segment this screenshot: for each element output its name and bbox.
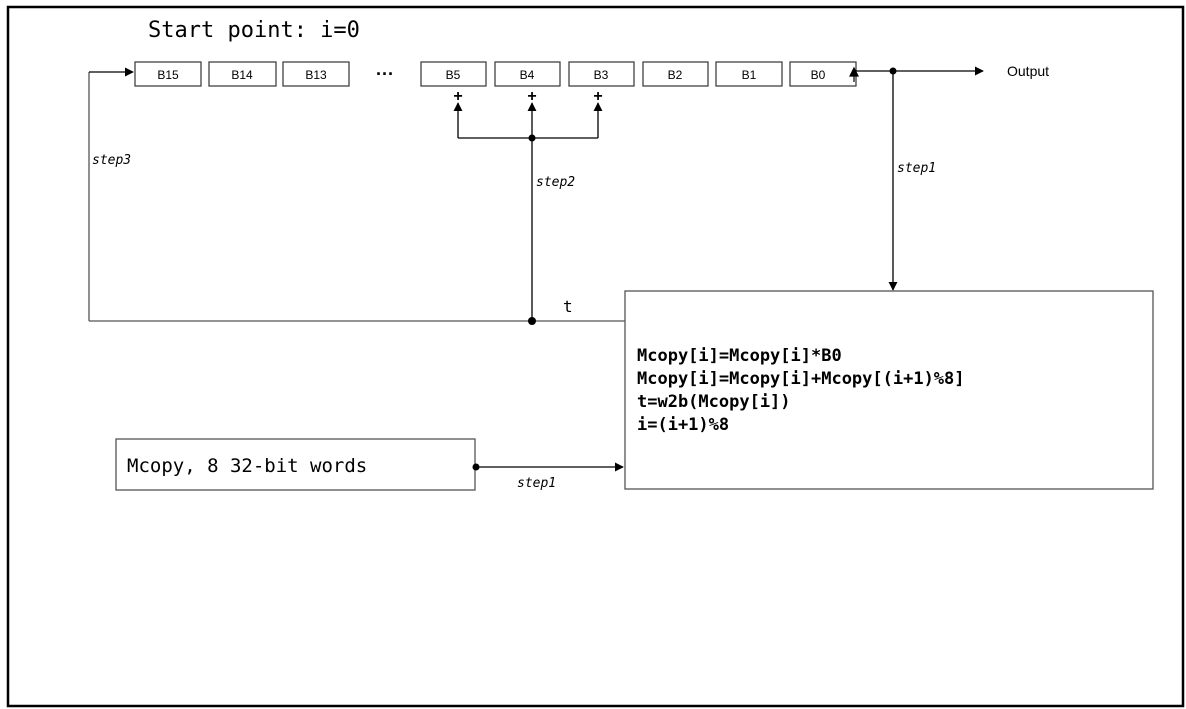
diagram-frame [6,5,1185,708]
register-cell-label: B15 [157,68,179,82]
process-line-1: Mcopy[i]=Mcopy[i]*B0 [637,346,842,366]
step1-top-label: step1 [897,161,936,176]
register-cell-b5: B5 [420,61,487,87]
register-cell-b13: B13 [282,61,350,87]
t-label: t [563,297,573,316]
register-cell-label: B1 [742,68,757,82]
step1-down-path: step1 [888,71,936,291]
register-cell-b14: B14 [208,61,277,87]
register-cell-label: B4 [520,68,535,82]
tap-plus-b5: + [453,88,462,105]
step3-path: t step3 [88,67,625,325]
step1-bottom-label: step1 [517,476,556,491]
feedback-taps: + + + [453,88,603,142]
process-line-2: Mcopy[i]=Mcopy[i]+Mcopy[(i+1)%8] [637,369,965,389]
register-cell-label: B5 [446,68,461,82]
register-cell-label: B0 [811,68,826,82]
b0-tap-arrow-icon [849,66,859,82]
process-line-3: t=w2b(Mcopy[i]) [637,392,791,412]
register-cell-b4: B4 [494,61,561,87]
mcopy-box: Mcopy, 8 32-bit words step1 [115,438,624,491]
process-line-4: i=(i+1)%8 [637,415,729,435]
step2-path: step2 [531,138,575,321]
output-label: Output [1007,63,1049,79]
register-cell-b1: B1 [715,61,783,87]
register-ellipsis: ··· [376,64,394,84]
register-cell-b15: B15 [134,61,202,87]
register-cell-b2: B2 [642,61,709,87]
process-box: Mcopy[i]=Mcopy[i]*B0 Mcopy[i]=Mcopy[i]+M… [624,290,1154,490]
step2-label: step2 [536,175,575,190]
register-cell-label: B13 [305,68,327,82]
register-cell-label: B3 [594,68,609,82]
register-cell-b0: B0 [789,61,857,87]
output-path: Output [849,63,1049,82]
diagram-title: Start point: i=0 [148,18,360,43]
mcopy-label: Mcopy, 8 32-bit words [127,455,367,477]
tap-plus-b3: + [593,88,602,105]
step3-label: step3 [92,153,131,168]
register-cell-b3: B3 [568,61,635,87]
register-cell-label: B2 [668,68,683,82]
register-cell-label: B14 [231,68,253,82]
register: B15 B14 B13 ··· B5 B4 B3 B2 B1 [134,61,857,87]
tap-plus-b4: + [527,88,536,105]
t-junction-dot [528,317,536,325]
